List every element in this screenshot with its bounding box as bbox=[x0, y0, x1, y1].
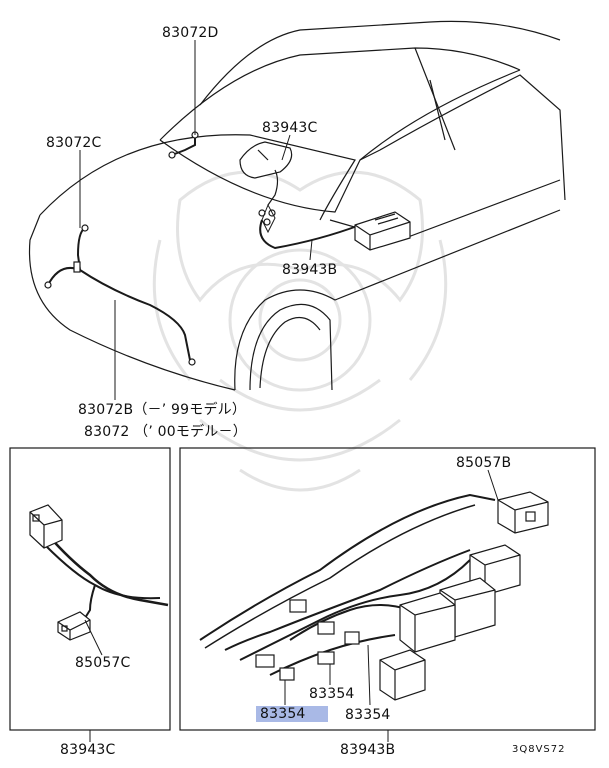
label-83072C: 83072C bbox=[46, 135, 102, 151]
label-83354-b: 83354 bbox=[345, 707, 391, 723]
caption-83943C: 83943C bbox=[60, 742, 116, 758]
label-83072D: 83072D bbox=[162, 25, 219, 41]
label-83072: 83072 （’ 00モデル－） bbox=[84, 424, 247, 440]
detail-box-left bbox=[9, 447, 171, 731]
label-83354-highlighted[interactable]: 83354 bbox=[256, 706, 328, 722]
label-83943B-top: 83943B bbox=[282, 262, 338, 278]
detail-right-leaders bbox=[284, 469, 499, 706]
vehicle-outline bbox=[28, 20, 566, 391]
drawing-code: 3Q8VS72 bbox=[512, 744, 566, 755]
label-85057B: 85057B bbox=[456, 455, 512, 471]
label-83354-a: 83354 bbox=[309, 686, 355, 702]
caption-83943B: 83943B bbox=[340, 742, 396, 758]
label-85057C: 85057C bbox=[75, 655, 131, 671]
washer-hose-assembly bbox=[47, 135, 196, 361]
detail-left-leader bbox=[84, 619, 103, 656]
label-83943C-top: 83943C bbox=[262, 120, 318, 136]
label-83072B: 83072B（－’ 99モデル） bbox=[78, 402, 247, 418]
detail-left-harness bbox=[29, 504, 169, 641]
leader-lines-upper bbox=[79, 40, 313, 400]
detail-right-harness bbox=[199, 491, 549, 701]
roof-harness bbox=[239, 141, 411, 251]
caption-ticks bbox=[89, 730, 389, 742]
samurai-helmet-watermark bbox=[152, 170, 448, 492]
washer-nozzles bbox=[44, 131, 199, 366]
